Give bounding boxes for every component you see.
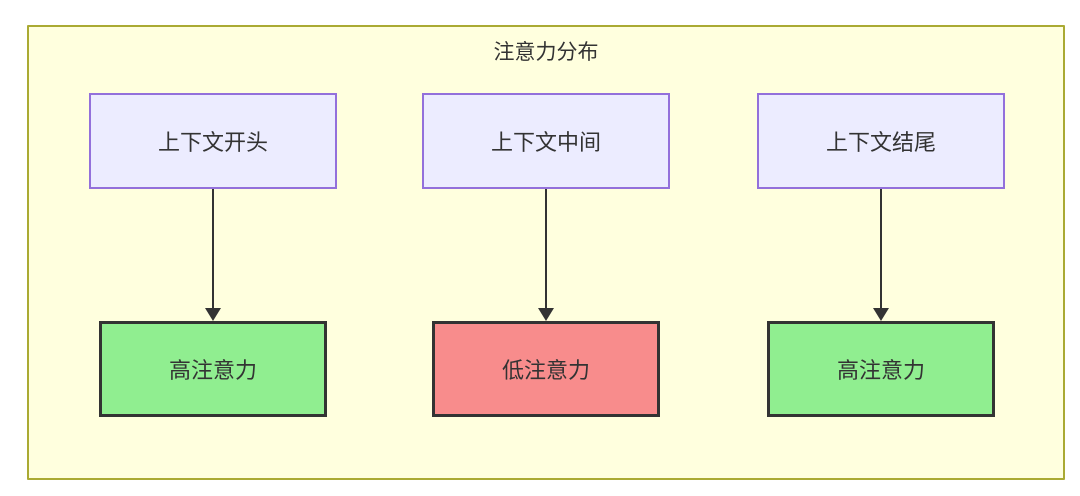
node-high-attention-left-label: 高注意力 — [168, 358, 257, 383]
arrowhead-down-icon — [873, 308, 889, 321]
arrow-line — [545, 189, 547, 308]
arrow-context-start-to-high — [205, 189, 221, 321]
node-low-attention: 低注意力 — [432, 321, 660, 417]
arrow-line — [880, 189, 882, 308]
arrow-context-end-to-high — [873, 189, 889, 321]
node-context-middle: 上下文中间 — [422, 93, 670, 189]
arrow-line — [212, 189, 214, 308]
node-context-start: 上下文开头 — [89, 93, 337, 189]
node-context-end: 上下文结尾 — [757, 93, 1005, 189]
arrow-context-middle-to-low — [538, 189, 554, 321]
node-high-attention-left: 高注意力 — [99, 321, 327, 417]
arrowhead-down-icon — [538, 308, 554, 321]
node-context-middle-label: 上下文中间 — [490, 130, 601, 155]
arrowhead-down-icon — [205, 308, 221, 321]
node-high-attention-right: 高注意力 — [767, 321, 995, 417]
node-context-start-label: 上下文开头 — [157, 130, 268, 155]
node-high-attention-right-label: 高注意力 — [836, 358, 925, 383]
node-context-end-label: 上下文结尾 — [825, 130, 936, 155]
diagram-title: 注意力分布 — [493, 41, 599, 64]
node-low-attention-label: 低注意力 — [501, 358, 590, 383]
